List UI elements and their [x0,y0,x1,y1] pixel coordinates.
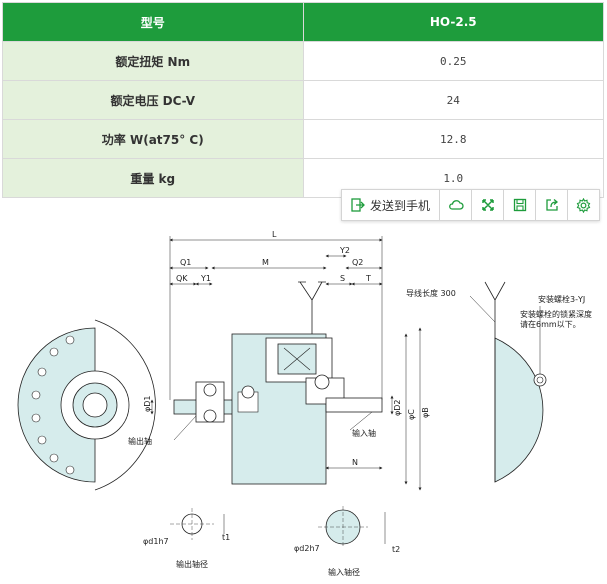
share-button[interactable] [536,190,568,220]
spec-row-torque: 额定扭矩 Nm 0.25 [2,41,604,81]
model-header-label: 型号 [2,2,304,42]
dim-N: N [352,458,358,467]
output-shaft-label: 输出轴 [128,436,152,446]
dim-QK: QK [176,274,188,283]
dim-L: L [272,230,277,239]
left-end-view [17,319,156,491]
send-to-phone-label: 发送到手机 [369,198,430,213]
dimension-labels: L Q1 QK Y1 M Y2 Q2 S T N φD1 φD2 φC φB φ… [143,230,430,554]
dim-D2: φD2 [393,399,402,416]
dim-T: T [365,274,371,283]
cloud-icon [448,200,464,210]
dim-S: S [340,274,345,283]
cloud-button[interactable] [440,190,472,220]
spec-table: 型号 HO-2.5 额定扭矩 Nm 0.25 额定电压 DC-V 24 功率 W… [2,2,604,198]
spec-row-voltage: 额定电压 DC-V 24 [2,80,604,120]
dim-t2: t2 [392,545,400,554]
spec-row-power: 功率 W(at75° C) 12.8 [2,119,604,159]
callout-labels: 输出轴 输入轴 输出轴径 输入轴径 导线长度 300 安装螺栓3-YJ 安装螺栓… [128,288,592,577]
shaft-sections [170,506,386,548]
lead-length-label: 导线长度 300 [406,288,456,298]
bolt-note-line-1: 安装螺栓的锁紧深度 [520,309,592,319]
dim-d1: φd1h7 [143,537,169,546]
spec-label: 重量 kg [2,158,304,198]
dim-D1: φD1 [143,395,152,412]
dim-C: φC [407,409,416,420]
spec-label: 额定扭矩 Nm [2,41,304,81]
bolt-note-line-2: 请在6mm以下。 [520,319,581,329]
dim-Y1: Y1 [200,274,211,283]
dim-t1: t1 [222,533,230,542]
dim-d2: φd2h7 [294,544,320,553]
fullscreen-icon [481,199,494,211]
dim-Q1: Q1 [180,258,191,267]
spec-label: 功率 W(at75° C) [2,119,304,159]
settings-icon [576,197,591,213]
main-section-view [173,281,383,485]
input-shaft-dia-label: 输入轴径 [328,567,360,577]
spec-header-row: 型号 HO-2.5 [2,2,604,42]
spec-value: 24 [302,80,604,120]
right-end-view [469,281,547,483]
floating-toolbar: 发送到手机 [341,189,600,221]
share-icon [545,199,558,211]
settings-button[interactable] [568,190,599,220]
dim-B: φB [421,407,430,418]
dim-M: M [262,258,269,267]
technical-drawing: L Q1 QK Y1 M Y2 Q2 S T N φD1 φD2 φC φB φ… [17,230,592,577]
spec-value: 12.8 [302,119,604,159]
spec-label: 额定电压 DC-V [2,80,304,120]
dim-Y2: Y2 [339,246,350,255]
fullscreen-button[interactable] [472,190,504,220]
input-shaft-label: 输入轴 [352,428,376,438]
output-shaft-dia-label: 输出轴径 [176,559,208,569]
save-icon [513,198,526,212]
dim-Q2: Q2 [352,258,363,267]
mounting-bolt-label: 安装螺栓3-YJ [538,294,585,304]
dimension-lines [150,236,422,491]
spec-value: 0.25 [302,41,604,81]
send-to-phone-button[interactable]: 发送到手机 [342,190,440,220]
model-header-value: HO-2.5 [302,2,604,42]
save-button[interactable] [504,190,536,220]
send-to-phone-icon [351,198,365,212]
